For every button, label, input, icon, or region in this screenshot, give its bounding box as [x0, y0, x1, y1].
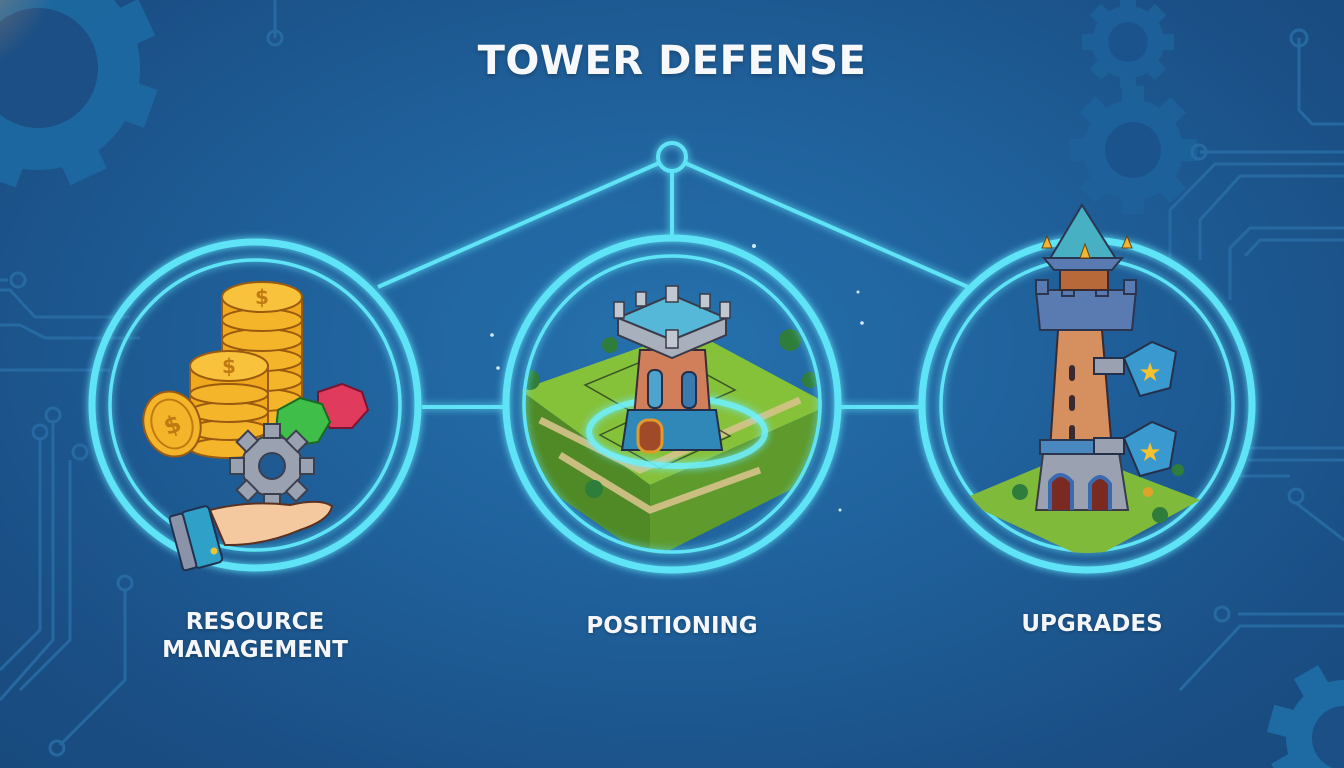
label-line: UPGRADES [1021, 611, 1163, 637]
page-title: TOWER DEFENSE [477, 38, 867, 84]
label-line: POSITIONING [586, 613, 758, 639]
label-upgrades: UPGRADES [972, 610, 1212, 638]
connector-lines [377, 141, 969, 409]
label-line: RESOURCE [185, 609, 325, 635]
label-resource-management: RESOURCE MANAGEMENT [135, 608, 375, 664]
label-line: MANAGEMENT [162, 637, 348, 663]
label-positioning: POSITIONING [552, 612, 792, 640]
